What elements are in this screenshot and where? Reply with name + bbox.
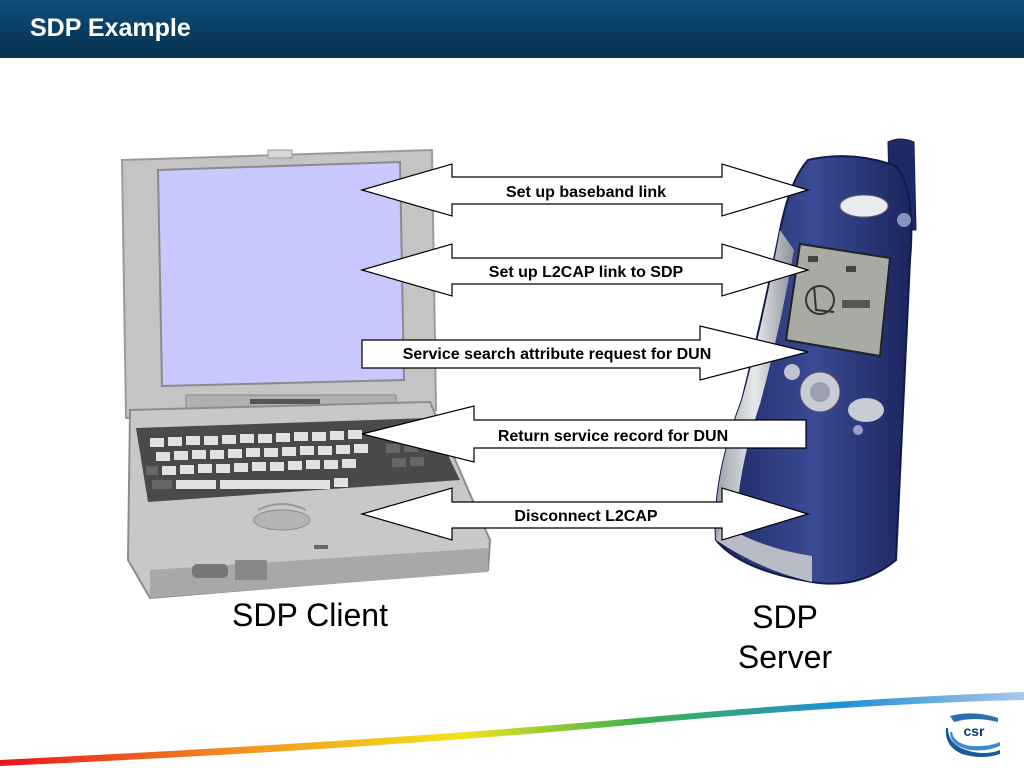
sdp-client-label: SDP Client (232, 597, 388, 633)
message-arrow-service-search: Service search attribute request for DUN (361, 325, 809, 381)
sdp-server-label: SDP Server (700, 597, 870, 677)
message-arrow-disconnect: Disconnect L2CAP (359, 487, 811, 541)
sdp-server-label-line2: Server (737, 639, 833, 675)
message-arrow-baseband: Set up baseband link (359, 163, 811, 217)
rainbow-swoosh (0, 692, 1024, 766)
message-arrow-return-record: Return service record for DUN (361, 405, 807, 463)
message-label-disconnect: Disconnect L2CAP (514, 508, 657, 525)
sdp-server-label-line1: SDP (752, 599, 818, 635)
laptop-icon (120, 148, 492, 600)
message-label-l2cap-link: Set up L2CAP link to SDP (489, 264, 684, 281)
message-label-return-record: Return service record for DUN (498, 428, 728, 445)
csr-logo-text: csr (963, 723, 985, 739)
message-arrow-l2cap-link: Set up L2CAP link to SDP (359, 243, 811, 297)
csr-logo: csr (945, 713, 1000, 757)
message-label-service-search: Service search attribute request for DUN (403, 346, 712, 363)
title-bar: SDP Example (0, 0, 1024, 58)
message-label-baseband: Set up baseband link (506, 184, 666, 201)
slide-title: SDP Example (30, 14, 191, 42)
mobile-phone-icon (714, 138, 917, 585)
